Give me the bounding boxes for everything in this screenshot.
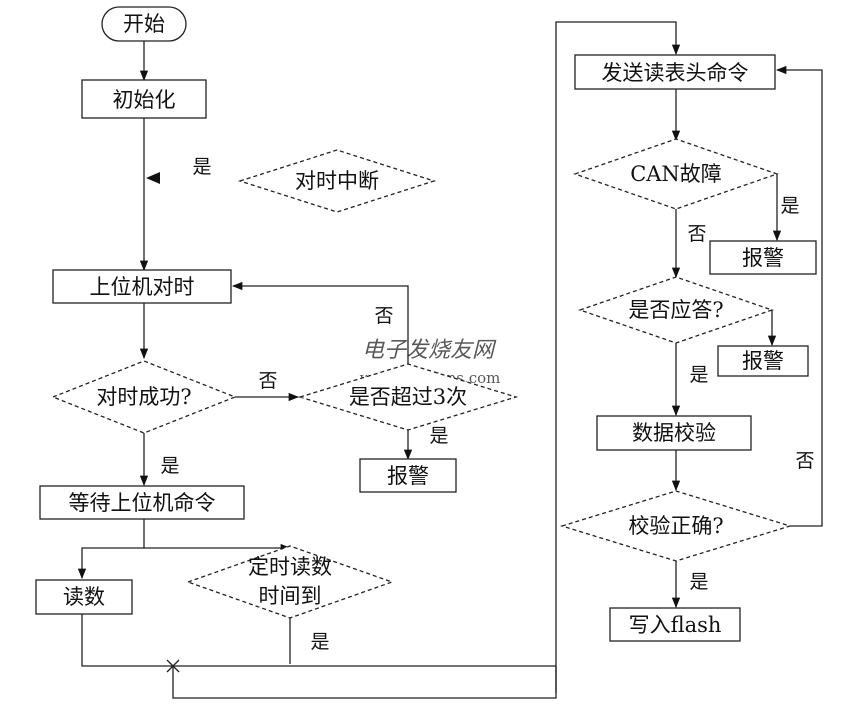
sync-ok-label: 对时成功? xyxy=(96,385,191,409)
edge-label-verify-yes: 是 xyxy=(689,571,708,593)
interrupt-label: 对时中断 xyxy=(295,169,379,193)
send-cmd-box xyxy=(574,54,776,90)
alarm2-box xyxy=(709,240,817,275)
edge-label-verify-no: 否 xyxy=(795,450,814,472)
over3-diamond xyxy=(297,363,519,431)
alarm3-box xyxy=(717,345,809,377)
timer-label-1: 定时读数 xyxy=(248,555,332,579)
watermark-text: 电子发烧友网 xyxy=(362,338,497,363)
edge-over3-no xyxy=(231,281,409,364)
answered-label: 是否应答? xyxy=(628,298,723,322)
read-label: 读数 xyxy=(63,585,105,609)
alarm1-label: 报警 xyxy=(387,464,429,488)
alarm3-label: 报警 xyxy=(742,349,784,373)
edge-label-sync-no: 否 xyxy=(258,370,277,392)
over3-label: 是否超过3次 xyxy=(349,385,467,409)
interrupt-arrow xyxy=(146,172,160,184)
timer-diamond xyxy=(186,545,394,619)
verify-label: 数据校验 xyxy=(632,421,716,445)
edge-to-send xyxy=(172,21,681,699)
edge-label-can-no: 否 xyxy=(687,223,706,245)
write-box xyxy=(609,607,741,642)
verify-ok-label: 校验正确? xyxy=(628,514,723,538)
wait-cmd-box xyxy=(39,485,245,520)
edge-label-over3-no: 否 xyxy=(374,305,393,327)
write-label: 写入flash xyxy=(629,613,722,637)
edge-label-over3-yes: 是 xyxy=(429,425,448,447)
alarm1-box xyxy=(359,458,457,493)
edge-label-init-yes: 是 xyxy=(192,156,211,178)
alarm2-label: 报警 xyxy=(742,246,784,270)
verify-box xyxy=(596,415,752,451)
read-box xyxy=(35,579,133,615)
edge-label-can-yes: 是 xyxy=(780,195,799,217)
init-label: 初始化 xyxy=(113,88,176,112)
edge-read-out xyxy=(81,614,557,693)
wait-cmd-label: 等待上位机命令 xyxy=(69,491,216,515)
interrupt-diamond xyxy=(237,149,437,213)
sync-ok-diamond xyxy=(51,360,237,434)
edge-verify-no xyxy=(775,65,823,527)
send-cmd-label: 发送读表头命令 xyxy=(602,61,749,85)
edge-label-timer-yes: 是 xyxy=(310,631,329,653)
host-sync-box xyxy=(52,269,232,304)
can-fault-label: CAN故障 xyxy=(630,162,722,186)
host-sync-label: 上位机对时 xyxy=(90,275,195,299)
start-label: 开始 xyxy=(123,12,165,36)
timer-label-2: 时间到 xyxy=(259,584,322,608)
edge-wait-read xyxy=(77,519,145,580)
edge-label-answered-yes: 是 xyxy=(689,364,708,386)
edge-label-sync-yes: 是 xyxy=(160,455,179,477)
